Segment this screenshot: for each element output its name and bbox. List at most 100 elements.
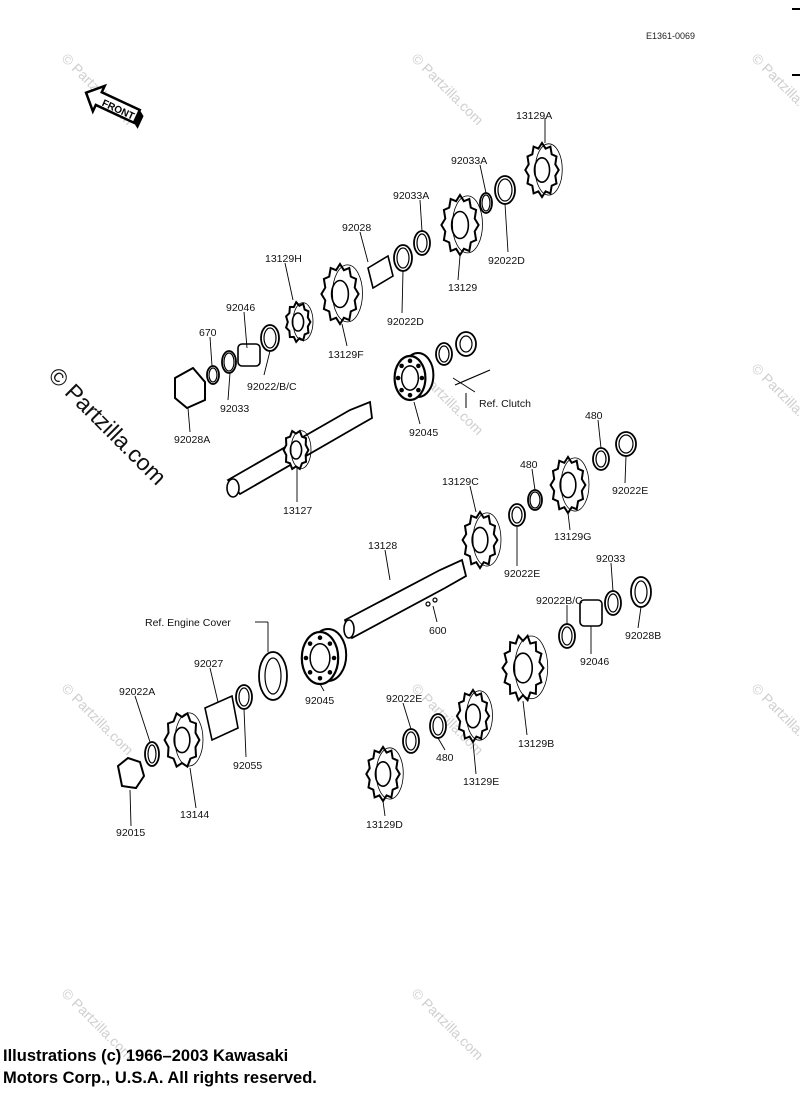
ring-inner (223, 352, 235, 372)
gear-on-13127 (282, 429, 312, 471)
gear-hub (173, 726, 191, 754)
leader-line (531, 468, 536, 491)
gear-face (292, 302, 314, 342)
gear-face (452, 195, 483, 254)
washer-92022E (508, 503, 526, 527)
bearing-ball (399, 363, 404, 369)
leader-line (402, 702, 412, 730)
circlip-92033 (221, 350, 237, 374)
part-label: 600 (429, 625, 447, 637)
part-label: 13129A (516, 110, 553, 122)
needle-bearing-92046 (237, 343, 261, 367)
shaft-end (226, 478, 240, 498)
ring-inner (511, 506, 523, 524)
leader-line (209, 336, 213, 367)
part-label: 92045 (305, 695, 335, 707)
gear-13129 (440, 193, 483, 257)
copyright-line-1: Illustrations (c) 1966–2003 Kawasaki (3, 1047, 289, 1065)
bearing-ball (317, 635, 323, 641)
part-label: Ref. Engine Cover (145, 617, 231, 629)
bushing-92028 (367, 254, 394, 290)
bearing-inner (309, 642, 331, 674)
part-label: 13129G (554, 531, 592, 543)
gear-13129F (320, 262, 363, 326)
part-label: 92046 (580, 656, 610, 668)
leader-line (419, 199, 423, 232)
part-label: 92046 (226, 302, 256, 314)
part-label: 92022E (386, 693, 423, 705)
bearing-92045 (393, 352, 435, 402)
ring-inner (561, 626, 573, 646)
leader-line (522, 700, 528, 736)
gear-face (466, 690, 493, 741)
gear-13129D (365, 745, 404, 803)
leader-line (610, 562, 614, 592)
bearing-ball (327, 641, 333, 646)
leader-line (134, 695, 151, 743)
needle-bearing-92046 (579, 599, 603, 627)
front-arrow-icon: FRONT (84, 83, 144, 129)
part-label: 92022/B/C (247, 381, 297, 393)
gear-hub (559, 471, 577, 499)
gear-hub (289, 440, 303, 460)
gear-face (534, 143, 563, 196)
part-label: 92028A (174, 434, 211, 446)
leader-line (452, 377, 476, 393)
leader-line (319, 683, 325, 692)
ball-600 (432, 597, 438, 603)
bearing-ball (399, 387, 404, 393)
part-label: 92022E (612, 485, 649, 497)
oil-seal (258, 651, 288, 701)
ring-inner (607, 593, 619, 613)
ring-inner (595, 450, 607, 468)
leader-line (624, 455, 627, 484)
circlip-480 (527, 489, 543, 511)
gear-hub (471, 526, 489, 554)
shaft-end (343, 619, 355, 639)
gear-hub (374, 761, 392, 787)
part-label: 670 (199, 327, 217, 339)
washer (435, 342, 453, 366)
part-label: 92022E (504, 568, 541, 580)
ring-inner (238, 687, 250, 707)
part-label: 92022A (119, 686, 156, 698)
gear-hub (291, 312, 305, 332)
collar-92028B (630, 576, 652, 608)
part-label: 92022B/C (536, 595, 583, 607)
leader-line (284, 262, 294, 301)
part-label: 13128 (368, 540, 398, 552)
ring-inner (263, 327, 277, 349)
washer-92022BC (260, 324, 280, 352)
gear-face (560, 457, 590, 512)
leader-line (243, 708, 247, 758)
ring-inner (432, 716, 444, 736)
gear-13129G (549, 455, 590, 515)
collar-92027 (204, 694, 239, 742)
washer-92022E (402, 728, 420, 754)
part-label: 92028B (625, 630, 662, 642)
part-label: 13129E (463, 776, 500, 788)
bearing-ball (407, 358, 413, 364)
leader-line (384, 549, 391, 581)
washer-92022D (393, 244, 413, 272)
gear-13129B (501, 633, 549, 703)
gear-13129A (524, 141, 563, 199)
part-label: 13129C (442, 476, 479, 488)
nut (455, 331, 477, 357)
leader-line (637, 606, 642, 629)
part-label: 92033A (393, 190, 430, 202)
gear-hub (464, 703, 482, 729)
bearing-ball (407, 392, 413, 398)
copyright-line-2: Motors Corp., U.S.A. All rights reserved… (3, 1069, 317, 1087)
washer-92055 (235, 684, 253, 710)
bearing-inner (400, 365, 420, 391)
part-label: 13129D (366, 819, 403, 831)
bearing-ball (307, 670, 313, 675)
bearing-ball (327, 670, 333, 675)
leader-line (227, 372, 231, 401)
edge-mark (792, 8, 800, 10)
ball-600 (425, 601, 431, 607)
ring-inner (618, 434, 634, 454)
gear-face (514, 635, 549, 700)
